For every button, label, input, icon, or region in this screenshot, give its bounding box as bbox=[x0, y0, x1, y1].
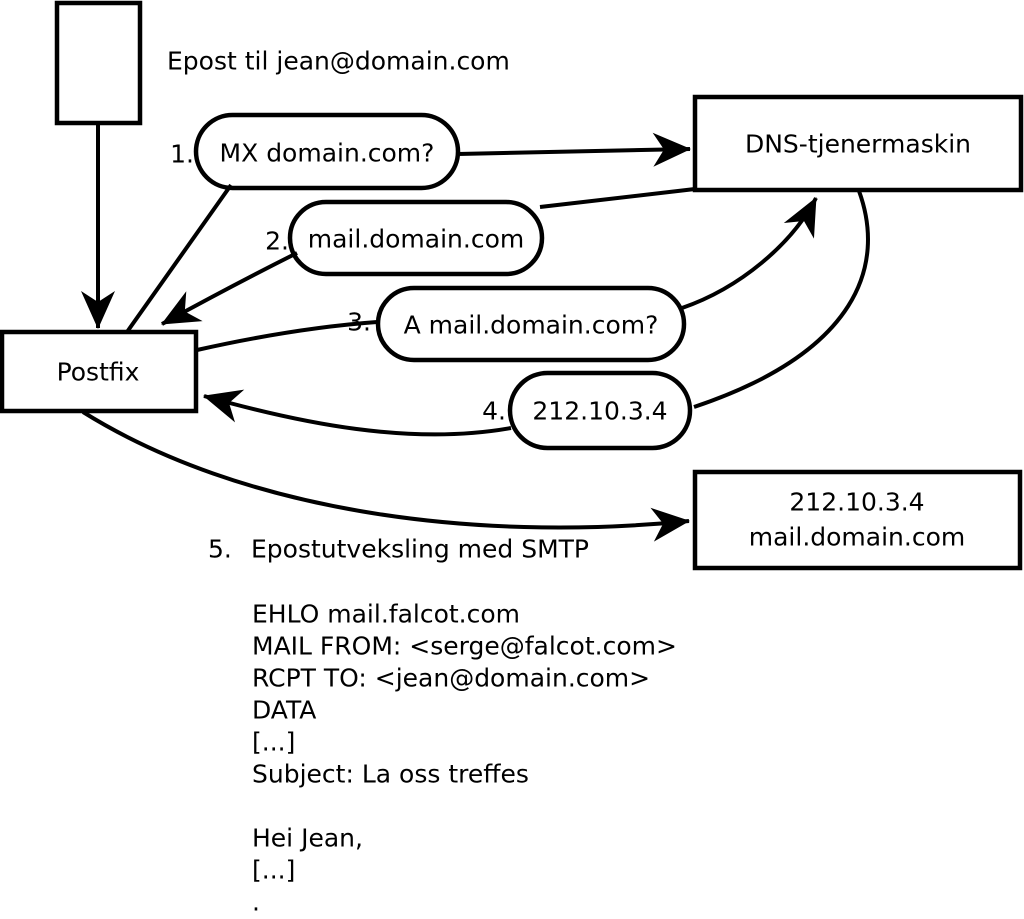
dns-server-label: DNS-tjenermaskin bbox=[745, 130, 971, 159]
edge-mx-answer-to-postfix bbox=[161, 251, 298, 326]
edge-a-query-to-dns bbox=[681, 197, 818, 310]
pill-mx-answer bbox=[287, 199, 545, 277]
smtp-line: EHLO mail.falcot.com bbox=[252, 600, 520, 629]
edge-mx-query-to-dns bbox=[457, 132, 691, 167]
destination-host-label: mail.domain.com bbox=[749, 523, 965, 552]
destination-ip-label: 212.10.3.4 bbox=[789, 488, 924, 517]
step-5-label: Epostutveksling med SMTP bbox=[251, 535, 589, 564]
dns-server-node bbox=[692, 94, 1024, 193]
edge-dns-to-mx-answer bbox=[539, 187, 696, 209]
edge-postfix-to-destination bbox=[81, 410, 690, 542]
smtp-line: . bbox=[252, 888, 260, 917]
smtp-line: MAIL FROM: <serge@falcot.com> bbox=[252, 632, 677, 661]
step-4-number: 4. bbox=[482, 397, 506, 426]
postfix-node bbox=[0, 329, 199, 414]
step-2-number: 2. bbox=[265, 227, 289, 256]
smtp-line: Hei Jean, bbox=[252, 824, 363, 853]
step-3-label: A mail.domain.com? bbox=[404, 311, 659, 340]
smtp-line: DATA bbox=[252, 696, 316, 725]
smtp-line: [...] bbox=[252, 856, 295, 885]
step-1-label: MX domain.com? bbox=[220, 139, 435, 168]
pill-a-answer bbox=[507, 370, 693, 451]
diagram-title: Epost til jean@domain.com bbox=[167, 47, 510, 76]
pill-a-query bbox=[375, 285, 687, 363]
edge-postfix-to-a-query bbox=[196, 320, 378, 352]
step-4-label: 212.10.3.4 bbox=[532, 397, 667, 426]
email-message-node bbox=[54, 0, 143, 126]
pill-mx-query bbox=[193, 112, 461, 191]
smtp-line: [...] bbox=[252, 728, 295, 757]
postfix-label: Postfix bbox=[57, 358, 140, 387]
edge-a-answer-to-postfix bbox=[203, 389, 512, 437]
smtp-line: Subject: La oss treffes bbox=[252, 760, 529, 789]
edge-dns-to-a-answer bbox=[693, 190, 870, 409]
step-2-label: mail.domain.com bbox=[308, 225, 524, 254]
step-5-number: 5. bbox=[208, 535, 232, 564]
step-1-number: 1. bbox=[170, 140, 194, 169]
step-3-number: 3. bbox=[347, 308, 371, 337]
smtp-transcript: EHLO mail.falcot.com MAIL FROM: <serge@f… bbox=[252, 600, 677, 917]
smtp-line: RCPT TO: <jean@domain.com> bbox=[252, 664, 650, 693]
edge-postfix-to-mx-query bbox=[125, 183, 233, 334]
destination-server-node bbox=[692, 469, 1023, 571]
